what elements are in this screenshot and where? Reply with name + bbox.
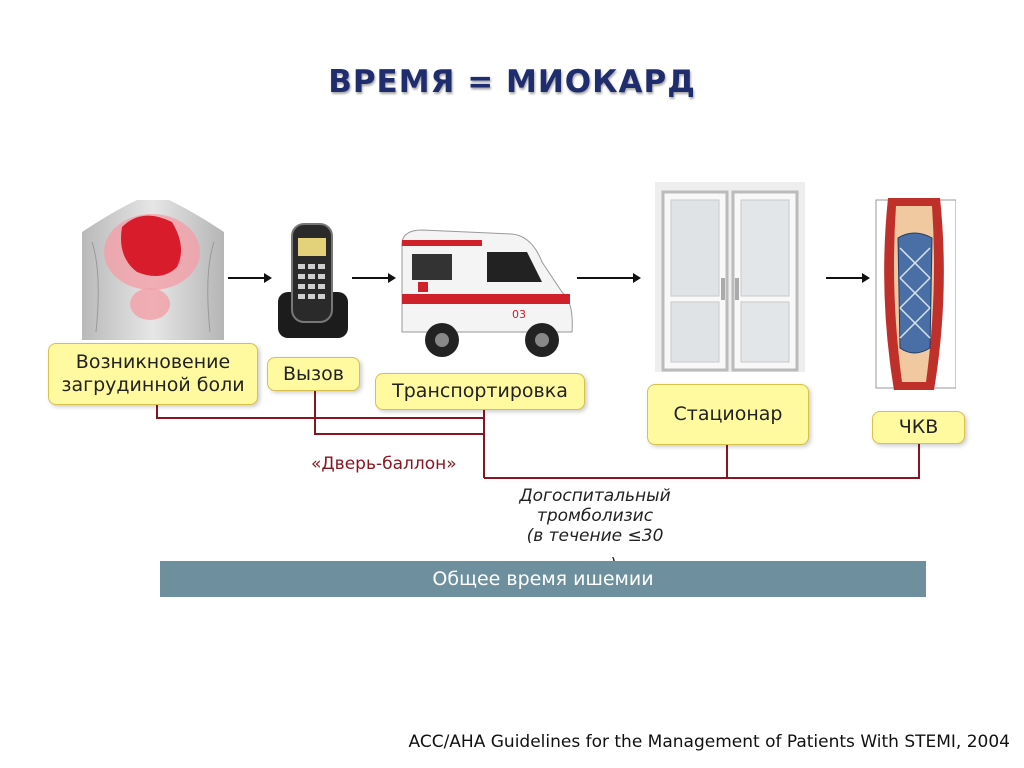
step-transport-label: Транспортировка [392,380,568,403]
citation: ACC/AHA Guidelines for the Management of… [408,732,1011,752]
thrombolysis-line3: (в течение ≤30 [526,526,664,547]
step-chest-pain-line2: загрудинной боли [61,374,245,396]
stent-image [875,198,956,390]
step-hospital: Стационар [647,384,809,445]
total-ischemia-bar: Общее время ишемии [160,561,926,597]
door-to-balloon-label: «Дверь-баллон» [311,454,457,474]
svg-text:03: 03 [512,308,526,321]
arrow-hospital-to-pci [826,273,870,283]
page-title: ВРЕМЯ = МИОКАРД [328,64,696,100]
arrow-pain-to-call [228,273,272,283]
step-chest-pain: Возникновение загрудинной боли [48,343,258,405]
thrombolysis-note: Догоспитальный тромболизис (в течение ≤3… [500,486,690,546]
step-hospital-label: Стационар [673,403,783,426]
thrombolysis-line1: Догоспитальный [519,486,671,506]
step-pci-label: ЧКВ [898,416,939,439]
arrow-call-to-transport [352,273,396,283]
arrow-transport-to-hospital [577,273,641,283]
step-chest-pain-line1: Возникновение [75,351,231,374]
chest-pain-image [82,200,224,340]
phone-image [278,223,348,338]
step-pci: ЧКВ [872,411,965,444]
thrombolysis-line4: ) [610,555,640,561]
ambulance-image: 03 [401,229,573,357]
step-transport: Транспортировка [375,373,585,410]
step-call: Вызов [267,357,360,391]
thrombolysis-line2: тромболизис [536,506,654,527]
step-call-label: Вызов [283,362,344,385]
hospital-door-image [655,182,805,372]
total-ischemia-label: Общее время ишемии [432,568,654,590]
